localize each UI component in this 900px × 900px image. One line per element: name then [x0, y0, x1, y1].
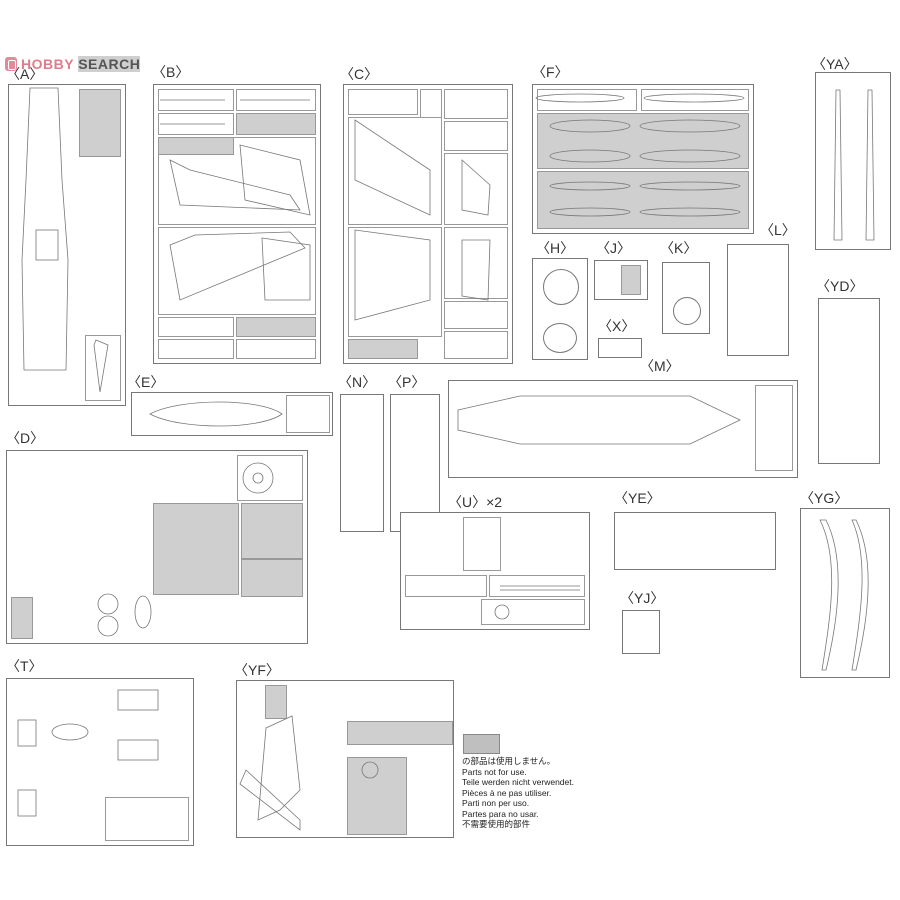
- sprue-h: [532, 258, 588, 360]
- sprue-label-a: 〈A〉: [6, 66, 44, 82]
- legend-zh: 不需要使用的部件: [462, 819, 531, 829]
- sprue-d-part-unused: [241, 503, 303, 559]
- sprue-a-part-4: [85, 335, 121, 401]
- legend-de: Teile werden nicht verwendet.: [462, 777, 574, 787]
- sprue-yf-part-unused: [347, 721, 453, 745]
- sprue-c-fin-left: [348, 117, 442, 225]
- legend-it: Parti non per uso.: [462, 798, 530, 808]
- sprue-e: [131, 392, 333, 436]
- sprue-d-part-unused: [241, 559, 303, 597]
- sprue-label-h: 〈H〉: [536, 240, 575, 256]
- sprue-c-part: [348, 89, 418, 115]
- unused-parts-swatch: [463, 734, 500, 754]
- logo-mark-icon: [5, 57, 17, 71]
- sprue-label-ye: 〈YE〉: [614, 490, 661, 506]
- sprue-b-part: [158, 339, 234, 359]
- sprue-label-t: 〈T〉: [6, 658, 43, 674]
- sprue-yg: [800, 508, 890, 678]
- sprue-label-ya: 〈YA〉: [812, 56, 858, 72]
- sprue-b-part-unused: [236, 113, 316, 135]
- sprue-label-yj: 〈YJ〉: [620, 590, 665, 606]
- sprue-label-b: 〈B〉: [152, 64, 190, 80]
- sprue-label-p: 〈P〉: [388, 374, 426, 390]
- sprue-d-part-unused: [153, 503, 239, 595]
- sprue-t: [6, 678, 194, 846]
- sprue-b-part: [236, 339, 316, 359]
- sprue-p: [390, 394, 440, 532]
- sprue-c-fin-right: [348, 227, 442, 337]
- sprue-b-part: [158, 317, 234, 337]
- sprue-u-part: [405, 575, 487, 597]
- sprue-yf-part-unused: [265, 685, 287, 719]
- sprue-ya: [815, 72, 891, 250]
- legend-fr: Pièces à ne pas utiliser.: [462, 787, 552, 798]
- sprue-label-n: 〈N〉: [338, 374, 377, 390]
- sprue-a-fuselage-tub: [21, 87, 69, 371]
- sprue-f-part-unused: [537, 113, 749, 169]
- sprue-yf-part-unused: [347, 757, 407, 835]
- sprue-h-ring: [543, 323, 577, 353]
- sprue-a-part-1: [79, 89, 121, 157]
- sprue-yf: [236, 680, 454, 838]
- sprue-f-part-unused: [537, 171, 749, 229]
- sprue-l: [727, 244, 789, 356]
- sprue-label-f: 〈F〉: [532, 64, 569, 80]
- logo-text: HOBBY SEARCH: [21, 56, 141, 72]
- sprue-n: [340, 394, 384, 532]
- unused-parts-legend: の部品は使用しません。 Parts not for use. Teile wer…: [462, 756, 574, 830]
- sprue-u-part: [481, 599, 585, 625]
- sprue-label-x: 〈X〉: [598, 318, 636, 334]
- sprue-j: [594, 260, 648, 300]
- sprue-label-yf: 〈YF〉: [234, 662, 280, 678]
- sprue-yd: [818, 298, 880, 464]
- sprue-c-part: [444, 89, 508, 119]
- sprue-label-yg: 〈YG〉: [800, 490, 849, 506]
- sprue-m-side-parts: [755, 385, 793, 471]
- sprue-label-m: 〈M〉: [640, 358, 680, 374]
- sprue-label-c: 〈C〉: [340, 66, 379, 82]
- sprue-label-k: 〈K〉: [660, 240, 698, 256]
- sprue-e-small-parts: [286, 395, 330, 433]
- sprue-c-part: [444, 121, 508, 151]
- sprue-c-part: [444, 331, 508, 359]
- sprue-c-part-unused: [348, 339, 418, 359]
- sprue-c-part: [444, 227, 508, 299]
- hobby-search-logo: HOBBY SEARCH: [5, 55, 141, 73]
- sprue-label-j: 〈J〉: [596, 240, 631, 256]
- sprue-b-wing-upper: [158, 137, 316, 225]
- legend-es: Partes para no usar.: [462, 808, 539, 819]
- sprue-k: [662, 262, 710, 334]
- sprue-label-l: 〈L〉: [760, 222, 796, 238]
- sprue-u-part: [463, 517, 501, 571]
- legend-jp: の部品は使用しません。: [462, 756, 556, 766]
- sprue-label-yd: 〈YD〉: [816, 278, 864, 294]
- sprue-label-u: 〈U〉×2: [448, 494, 503, 510]
- legend-en: Parts not for use.: [462, 766, 527, 777]
- sprue-d: [6, 450, 308, 644]
- sprue-b-part-unused: [236, 317, 316, 337]
- sprue-c: [343, 84, 513, 364]
- sprue-t-part-11: [105, 797, 189, 841]
- sprue-yj: [622, 610, 660, 654]
- sprue-c-part: [444, 301, 508, 329]
- sprue-h-disc: [543, 269, 579, 305]
- sprue-b: [153, 84, 321, 364]
- sprue-j-part-unused: [621, 265, 641, 295]
- sprue-k-ring: [673, 297, 701, 325]
- sprue-ye: [614, 512, 776, 570]
- sprue-x: [598, 338, 642, 358]
- sprue-label-d: 〈D〉: [6, 430, 45, 446]
- sprue-d-part-unused: [11, 597, 33, 639]
- sprue-label-e: 〈E〉: [127, 374, 165, 390]
- sprue-d-wheel: [237, 455, 303, 501]
